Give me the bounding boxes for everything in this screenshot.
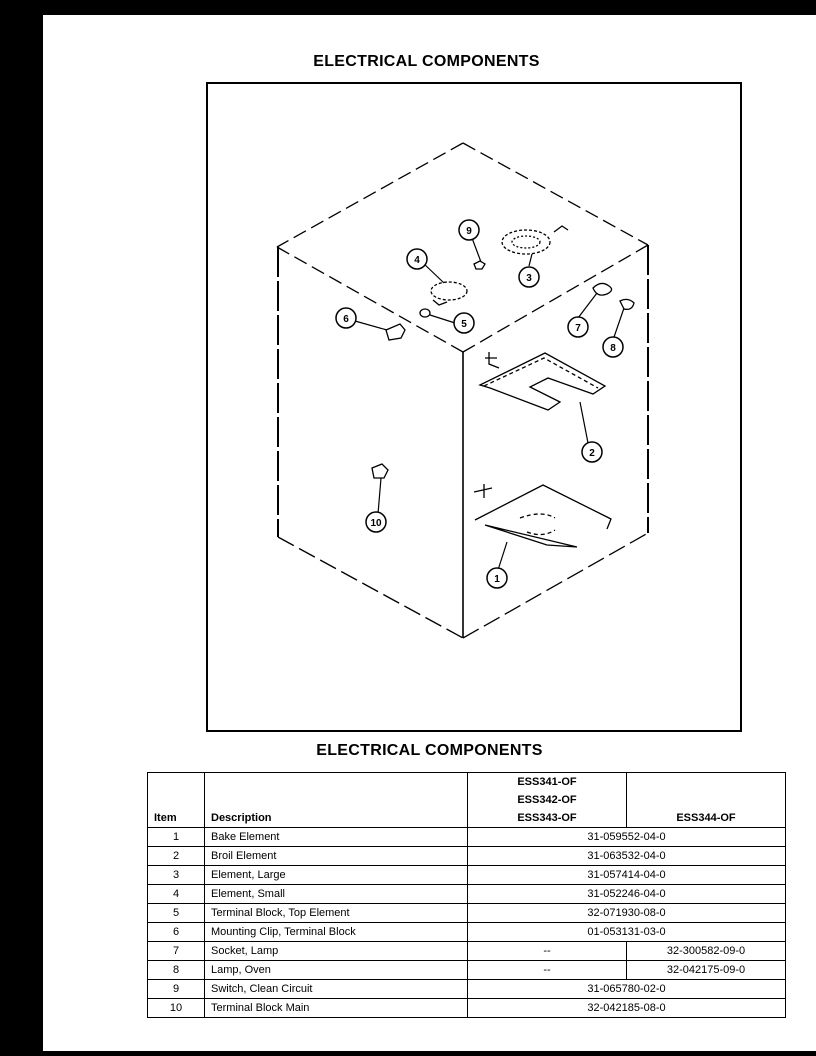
svg-text:8: 8 — [610, 343, 616, 354]
item-number: 5 — [147, 903, 205, 923]
svg-text:6: 6 — [343, 314, 349, 325]
header-model-group-2: ESS344-OF — [626, 772, 786, 828]
terminal-block-main-icon — [371, 463, 389, 479]
item-number: 7 — [147, 941, 205, 961]
item-number: 2 — [147, 846, 205, 866]
diagram-frame: 1 2 3 4 5 6 7 8 9 10 — [206, 82, 742, 732]
header-item: Item — [147, 772, 205, 828]
callout-2: 2 — [581, 441, 603, 463]
callout-10: 10 — [365, 511, 387, 533]
callout-7: 7 — [567, 316, 589, 338]
item-description: Switch, Clean Circuit — [204, 979, 468, 999]
table-row: 9 Switch, Clean Circuit 31-065780-02-0 — [147, 979, 786, 999]
callout-5: 5 — [453, 312, 475, 334]
table-row: 10 Terminal Block Main 32-042185-08-0 — [147, 998, 786, 1018]
table-row: 3 Element, Large 31-057414-04-0 — [147, 865, 786, 885]
mounting-clip-icon — [385, 323, 406, 341]
item-number: 8 — [147, 960, 205, 980]
model-ess343: ESS343-OF — [517, 812, 577, 824]
callout-3: 3 — [518, 266, 540, 288]
part-number: 31-065780-02-0 — [467, 979, 786, 999]
header-description: Description — [204, 772, 468, 828]
svg-text:9: 9 — [466, 226, 472, 237]
item-description: Broil Element — [204, 846, 468, 866]
item-number: 9 — [147, 979, 205, 999]
part-number: 32-042185-08-0 — [467, 998, 786, 1018]
parts-page: ELECTRICAL COMPONENTS — [43, 15, 816, 1051]
callout-9: 9 — [458, 219, 480, 241]
element-large-icon — [501, 225, 569, 255]
part-number: 31-057414-04-0 — [467, 865, 786, 885]
svg-text:7: 7 — [575, 323, 581, 334]
item-description: Mounting Clip, Terminal Block — [204, 922, 468, 942]
item-description: Lamp, Oven — [204, 960, 468, 980]
parts-table: Item Description ESS341-OF ESS342-OF ESS… — [147, 772, 786, 1018]
table-row: 4 Element, Small 31-052246-04-0 — [147, 884, 786, 904]
item-number: 1 — [147, 827, 205, 847]
item-number: 4 — [147, 884, 205, 904]
part-number: 32-071930-08-0 — [467, 903, 786, 923]
table-row: 1 Bake Element 31-059552-04-0 — [147, 827, 786, 847]
table-row: 6 Mounting Clip, Terminal Block 01-05313… — [147, 922, 786, 942]
part-number-group-1: -- — [467, 941, 627, 961]
switch-icon — [473, 260, 486, 270]
table-title: ELECTRICAL COMPONENTS — [316, 742, 543, 759]
callout-1: 1 — [486, 567, 508, 589]
cavity-top-edges — [276, 142, 649, 353]
header-model-group-1: ESS341-OF ESS342-OF ESS343-OF — [467, 772, 627, 828]
page-title: ELECTRICAL COMPONENTS — [313, 53, 540, 70]
table-row: 7 Socket, Lamp -- 32-300582-09-0 — [147, 941, 786, 961]
table-header-row: Item Description ESS341-OF ESS342-OF ESS… — [147, 772, 786, 828]
svg-text:5: 5 — [461, 319, 467, 330]
item-number: 6 — [147, 922, 205, 942]
item-description: Socket, Lamp — [204, 941, 468, 961]
part-number: 31-052246-04-0 — [467, 884, 786, 904]
oven-lamp-icon — [619, 298, 635, 311]
part-number-group-2: 32-300582-09-0 — [626, 941, 786, 961]
svg-text:10: 10 — [370, 518, 382, 529]
element-small-icon — [430, 281, 468, 306]
table-row: 5 Terminal Block, Top Element 32-071930-… — [147, 903, 786, 923]
part-number-group-1: -- — [467, 960, 627, 980]
part-number: 31-059552-04-0 — [467, 827, 786, 847]
model-ess341: ESS341-OF — [517, 776, 577, 788]
part-number: 01-053131-03-0 — [467, 922, 786, 942]
item-description: Bake Element — [204, 827, 468, 847]
terminal-block-top-icon — [419, 308, 431, 318]
oven-cavity-diagram: 1 2 3 4 5 6 7 8 9 10 — [276, 142, 649, 639]
bake-element-icon — [473, 484, 612, 548]
item-number: 3 — [147, 865, 205, 885]
item-number: 10 — [147, 998, 205, 1018]
model-ess342: ESS342-OF — [517, 794, 577, 806]
item-description: Element, Small — [204, 884, 468, 904]
svg-text:4: 4 — [414, 255, 420, 266]
callout-4: 4 — [406, 248, 428, 270]
item-description: Terminal Block Main — [204, 998, 468, 1018]
part-number-group-2: 32-042175-09-0 — [626, 960, 786, 980]
callout-8: 8 — [602, 336, 624, 358]
table-row: 8 Lamp, Oven -- 32-042175-09-0 — [147, 960, 786, 980]
broil-element-icon — [478, 352, 607, 411]
item-description: Element, Large — [204, 865, 468, 885]
svg-text:3: 3 — [526, 273, 532, 284]
table-row: 2 Broil Element 31-063532-04-0 — [147, 846, 786, 866]
part-number: 31-063532-04-0 — [467, 846, 786, 866]
svg-text:1: 1 — [494, 574, 500, 585]
callout-6: 6 — [335, 307, 357, 329]
lamp-socket-icon — [592, 282, 613, 296]
svg-text:2: 2 — [589, 448, 595, 459]
item-description: Terminal Block, Top Element — [204, 903, 468, 923]
